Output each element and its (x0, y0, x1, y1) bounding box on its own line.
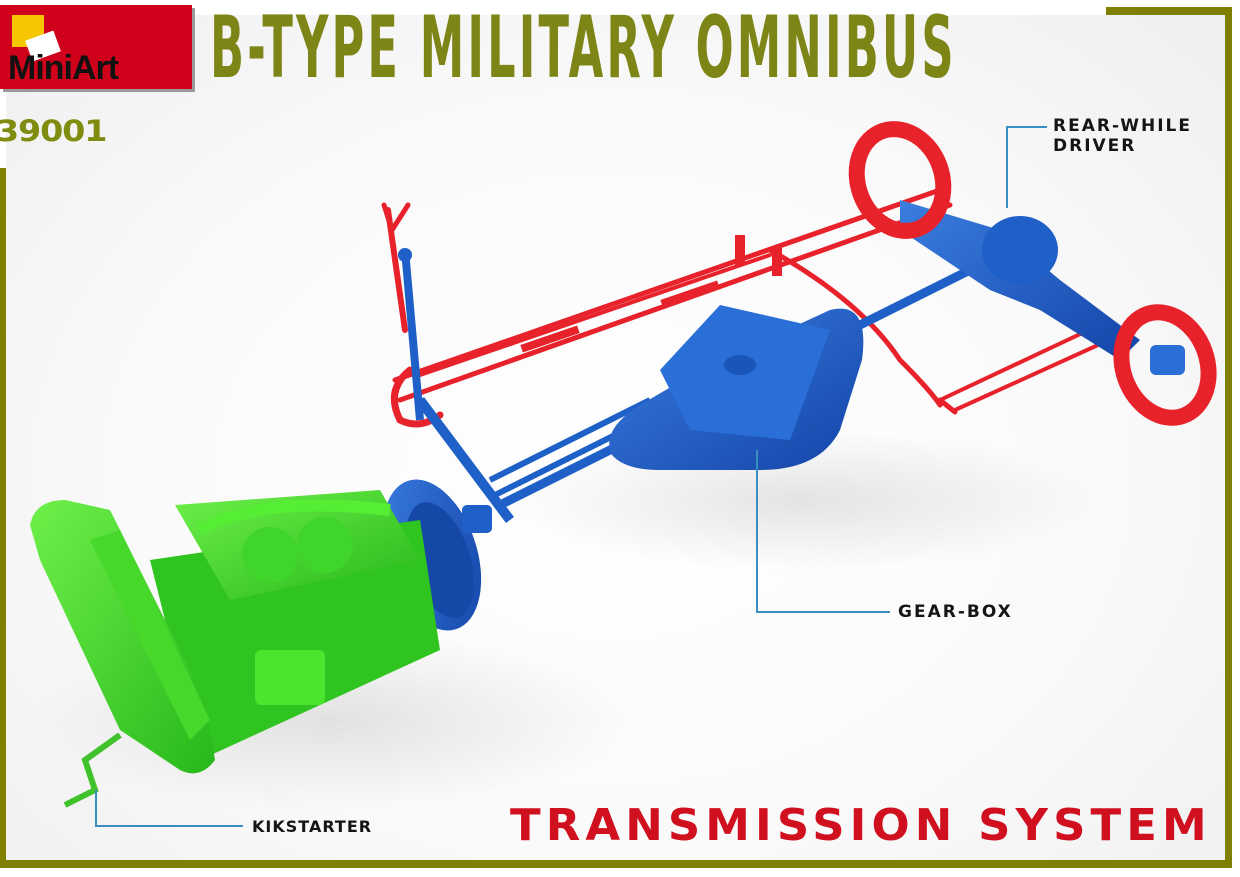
engine (30, 490, 440, 808)
leader-lines (95, 126, 1047, 827)
leader-rear-wheel (1006, 126, 1047, 208)
callout-kickstarter: KIKSTARTER (252, 817, 372, 837)
caption-transmission-system: TRANSMISSION SYSTEM (510, 800, 1212, 851)
kit-number: 39001 (0, 114, 107, 148)
right-brake-drum (1113, 304, 1217, 426)
callout-gear-box: GEAR-BOX (898, 602, 1013, 622)
callout-line: DRIVER (1053, 136, 1137, 156)
frame-right (1225, 7, 1232, 868)
frame-left (0, 168, 6, 868)
drivetrain (382, 200, 1140, 631)
callout-rear-wheel-driver: REAR-WHILE DRIVER (1053, 116, 1192, 156)
page-title: B-TYPE MILITARY OMNIBUS (210, 0, 957, 98)
callout-line: REAR-WHILE (1053, 116, 1192, 136)
callout-line: KIKSTARTER (252, 817, 373, 836)
frame-top (1106, 7, 1232, 15)
leader-gear-box (756, 450, 890, 613)
rear-wheel-hubs (848, 121, 1217, 426)
leader-kickstarter (95, 790, 243, 827)
differential (982, 216, 1058, 284)
logo-text: MiniArt (8, 49, 119, 87)
kickstarter-crank (63, 732, 122, 808)
callout-line: GEAR-BOX (898, 602, 1013, 622)
left-brake-drum (848, 121, 952, 239)
brake-linkage (381, 187, 1122, 428)
miniart-logo: MiniArt (0, 5, 192, 89)
frame-bottom (0, 860, 1231, 868)
radiator (30, 500, 215, 774)
